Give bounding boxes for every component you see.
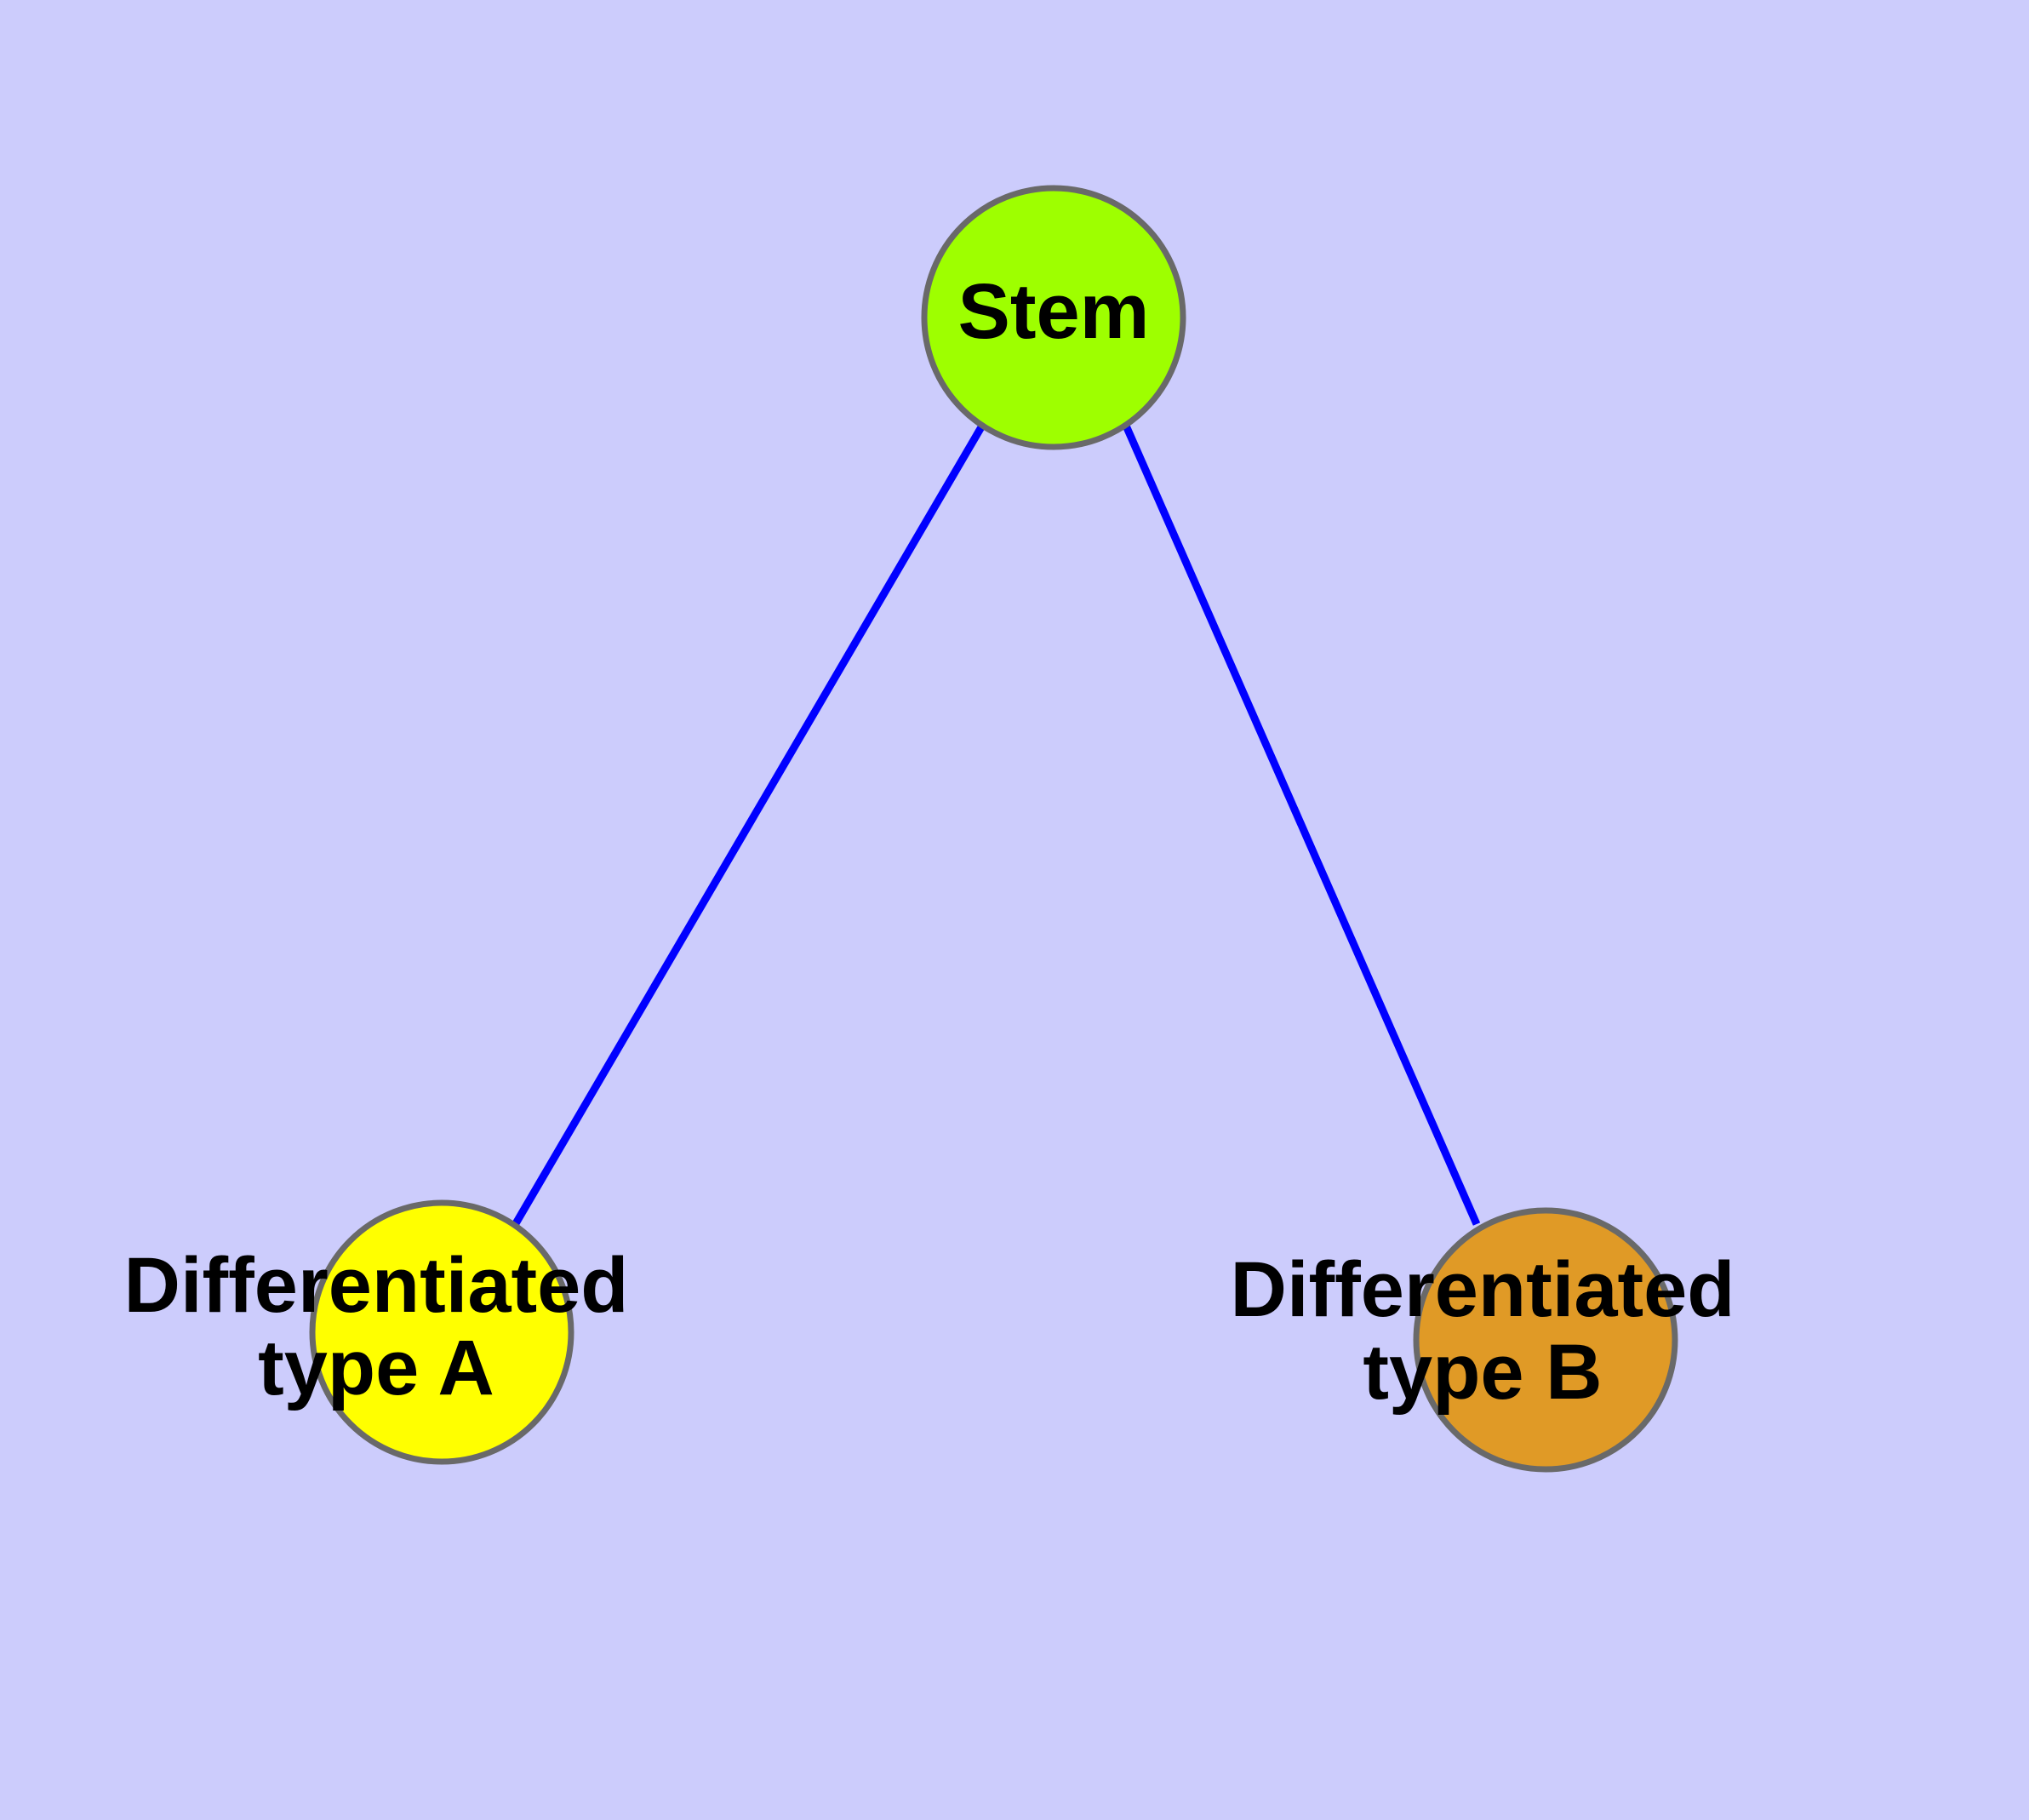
graph-node-stem[interactable]	[921, 185, 1186, 450]
graph-node-label-line: type B	[1363, 1329, 1602, 1416]
graph-edge-stem-to-diff-a[interactable]	[512, 423, 986, 1228]
graph-node-diff-b[interactable]	[1413, 1207, 1678, 1473]
graph-node-label-line: Differentiated	[124, 1242, 629, 1329]
graph-node-label-line: Stem	[958, 268, 1150, 355]
graph-node-label-stem: Stem	[958, 268, 1150, 355]
graph-node-diff-a[interactable]	[309, 1199, 574, 1465]
nodes-layer	[309, 185, 1678, 1473]
graph-node-label-line: Differentiated	[1231, 1246, 1735, 1333]
graph-node-label-line: type A	[258, 1325, 494, 1411]
edges-layer	[512, 423, 1481, 1228]
graph-edge-stem-to-diff-b[interactable]	[1122, 424, 1481, 1226]
